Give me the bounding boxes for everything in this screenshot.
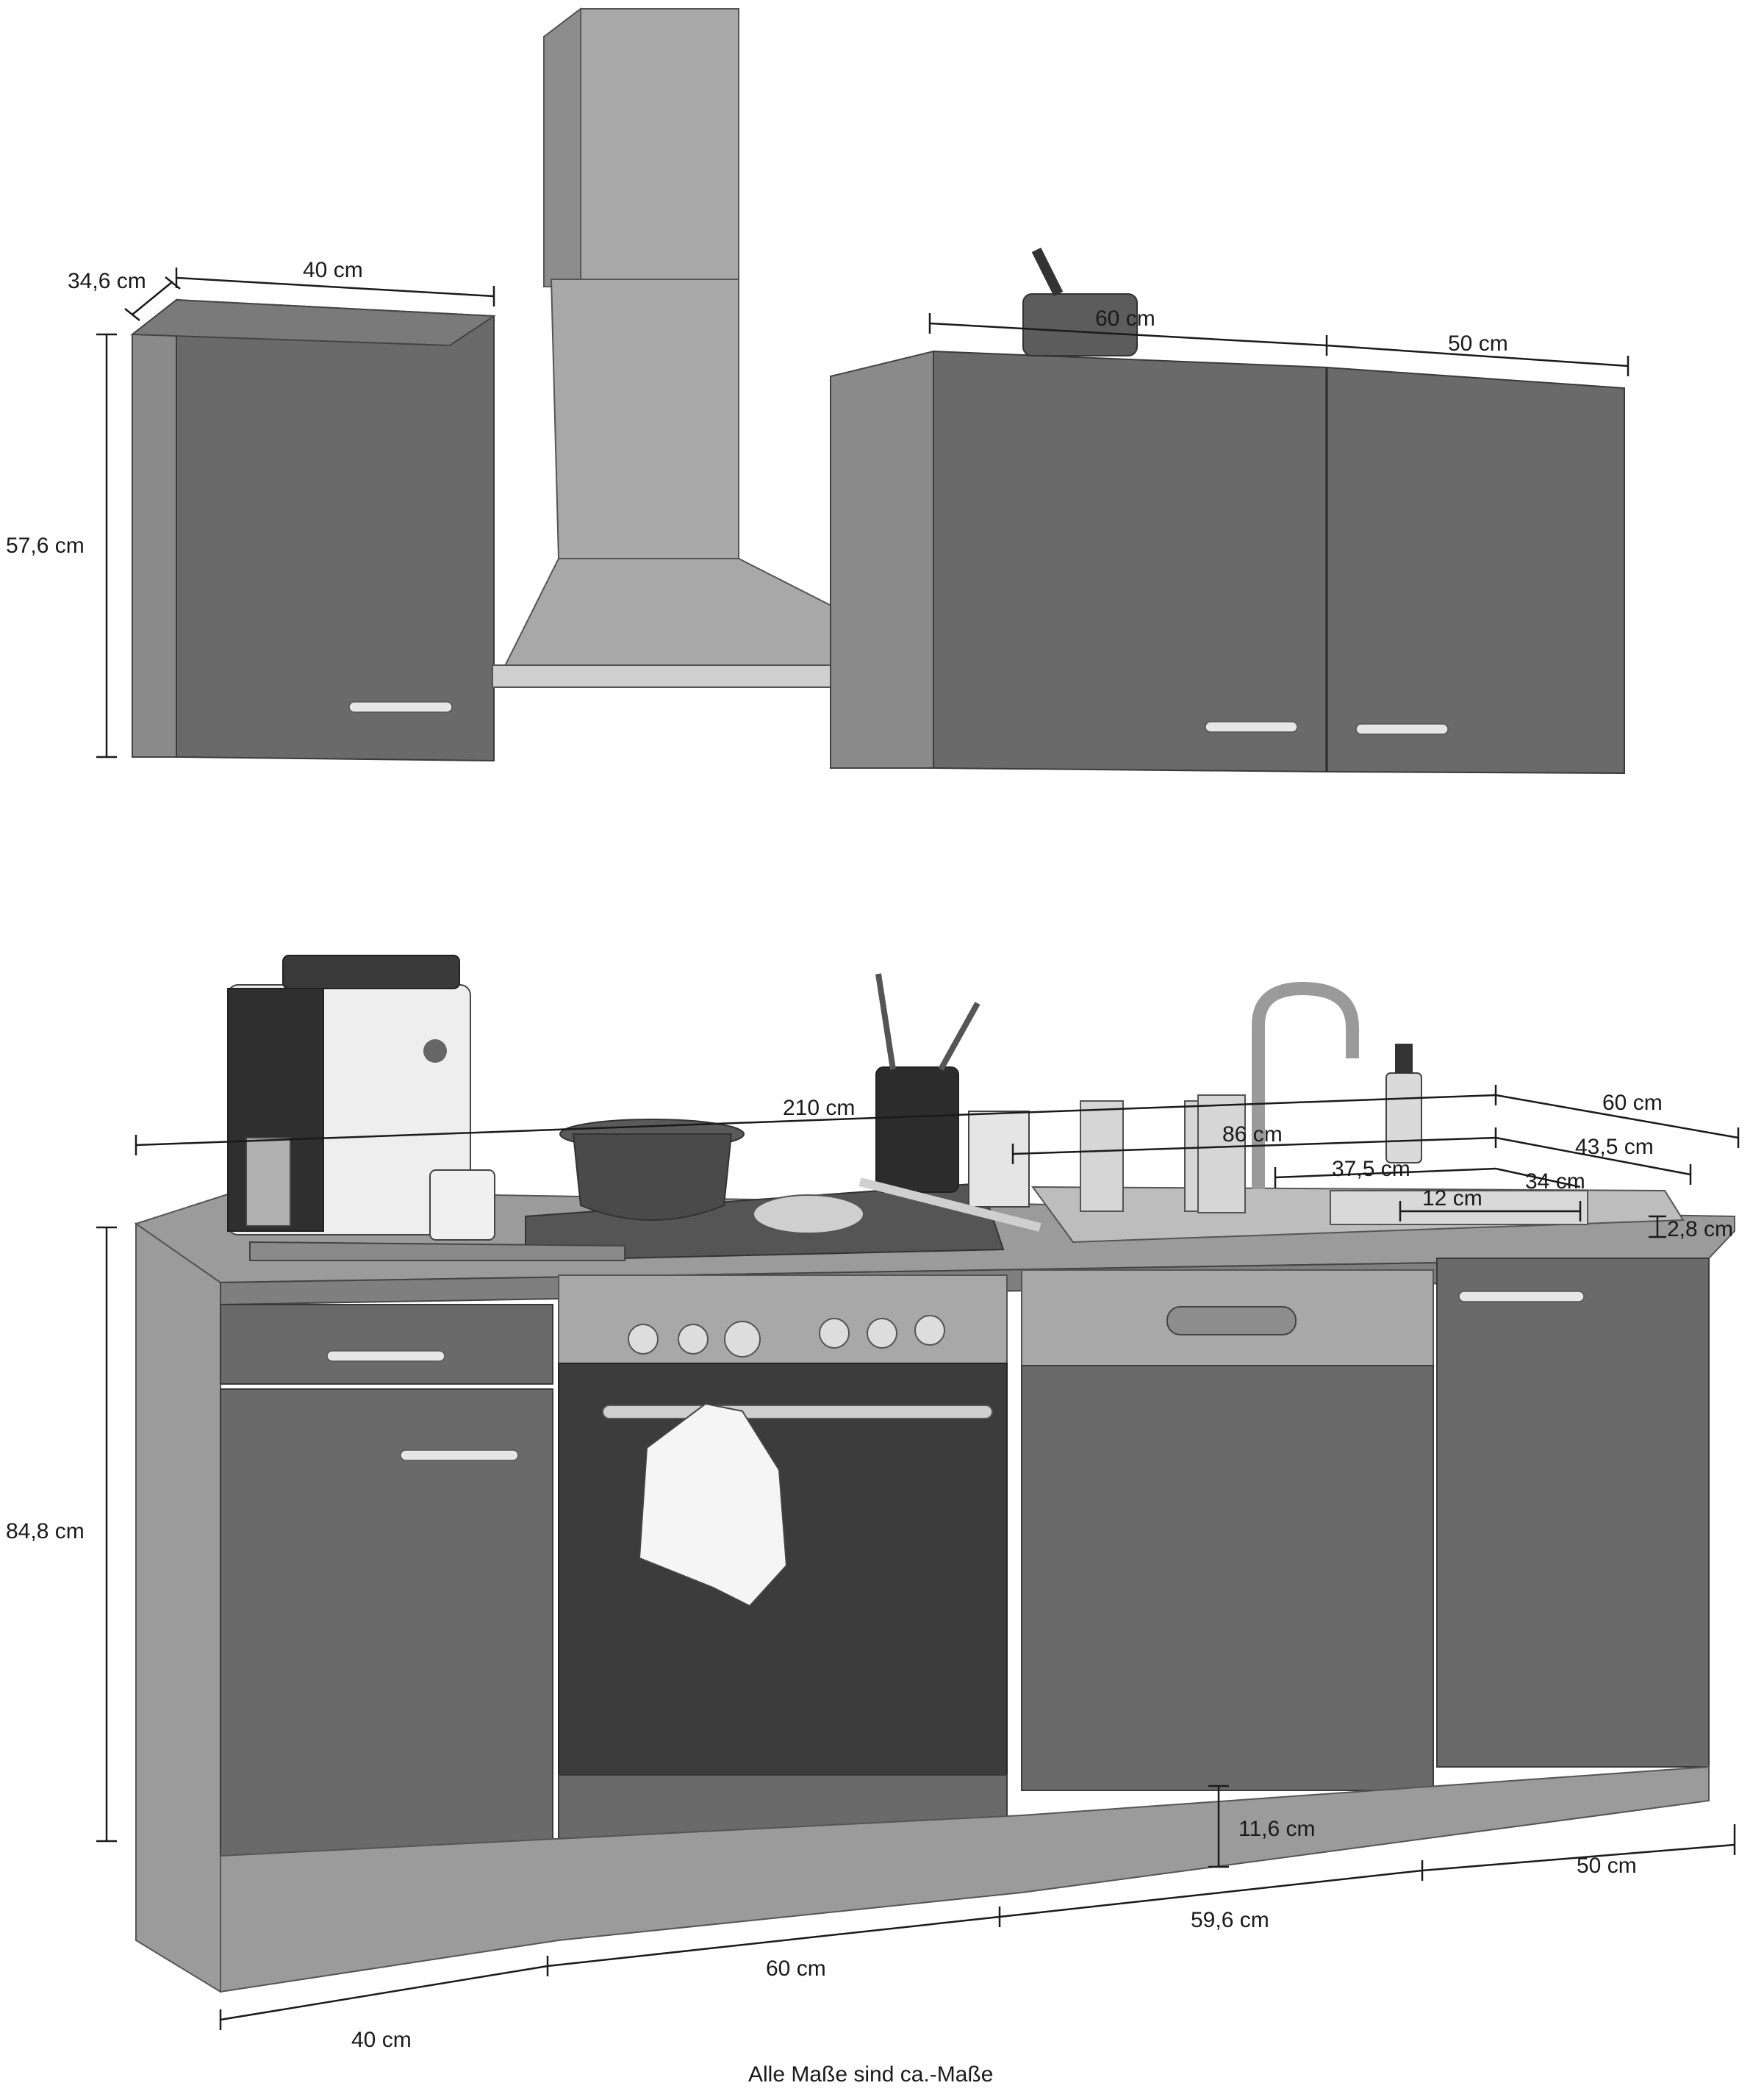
base-cabinets — [134, 1182, 1735, 1993]
box-icon — [968, 1111, 1030, 1208]
label-drain-offset: 12 cm — [1422, 1186, 1482, 1211]
utensil-holder-icon — [875, 1066, 959, 1193]
glass-icon — [1197, 1094, 1246, 1213]
label-basin-depth: 34 cm — [1525, 1169, 1585, 1194]
handle-icon — [1458, 1291, 1585, 1302]
label-counter-depth: 60 cm — [1602, 1091, 1663, 1115]
knob-icon — [867, 1318, 897, 1349]
basin-icon — [1330, 1190, 1588, 1225]
knob-icon — [724, 1321, 761, 1357]
label-upper-left-height: 57,6 cm — [6, 534, 85, 558]
upper-left-cabinet — [130, 298, 497, 762]
label-base-height: 84,8 cm — [6, 1519, 85, 1543]
handle-icon — [400, 1449, 519, 1461]
oven-handle-icon — [602, 1405, 993, 1419]
knob-icon — [914, 1315, 945, 1346]
glass-icon — [1080, 1100, 1124, 1212]
dimension-labels: 34,6 cm 40 cm 57,6 cm 60 cm 50 cm 210 cm… — [6, 258, 1733, 2087]
countertop-items — [227, 955, 1422, 1261]
label-counter-thickness: 2,8 cm — [1667, 1217, 1733, 1241]
label-base-width-right: 50 cm — [1577, 1854, 1637, 1878]
upper-right-cabinets — [830, 247, 1625, 775]
footnote: Alle Maße sind ca.-Maße — [748, 2062, 993, 2087]
knob-icon — [819, 1318, 850, 1349]
range-hood — [492, 7, 975, 688]
knob-icon — [678, 1324, 709, 1355]
faucet-icon — [1252, 981, 1359, 1189]
label-sink-width: 86 cm — [1222, 1122, 1283, 1147]
label-total-width: 210 cm — [783, 1096, 855, 1120]
mortar-icon — [1022, 293, 1138, 356]
label-base-width-dishwasher: 59,6 cm — [1191, 1908, 1269, 1932]
label-upper-right-width-2: 50 cm — [1448, 331, 1508, 356]
can-icon — [245, 1137, 291, 1227]
label-upper-left-depth: 34,6 cm — [68, 269, 146, 293]
label-plinth-height: 11,6 cm — [1238, 1817, 1316, 1841]
handle-icon — [348, 701, 453, 713]
label-base-width-left: 40 cm — [351, 2028, 412, 2052]
handle-icon — [1355, 723, 1449, 735]
label-base-width-oven: 60 cm — [766, 1956, 826, 1981]
cup-icon — [429, 1169, 495, 1241]
label-sink-depth: 43,5 cm — [1575, 1135, 1654, 1159]
towel-icon — [638, 1402, 788, 1607]
label-upper-right-width-1: 60 cm — [1095, 306, 1155, 331]
label-basin-width: 37,5 cm — [1332, 1157, 1410, 1181]
knob-icon — [628, 1324, 659, 1355]
handle-icon — [326, 1350, 445, 1362]
dimension-lines — [96, 268, 1740, 2030]
handle-icon — [1205, 721, 1298, 733]
label-upper-left-width: 40 cm — [303, 258, 363, 282]
soap-bottle-icon — [1385, 1072, 1422, 1163]
